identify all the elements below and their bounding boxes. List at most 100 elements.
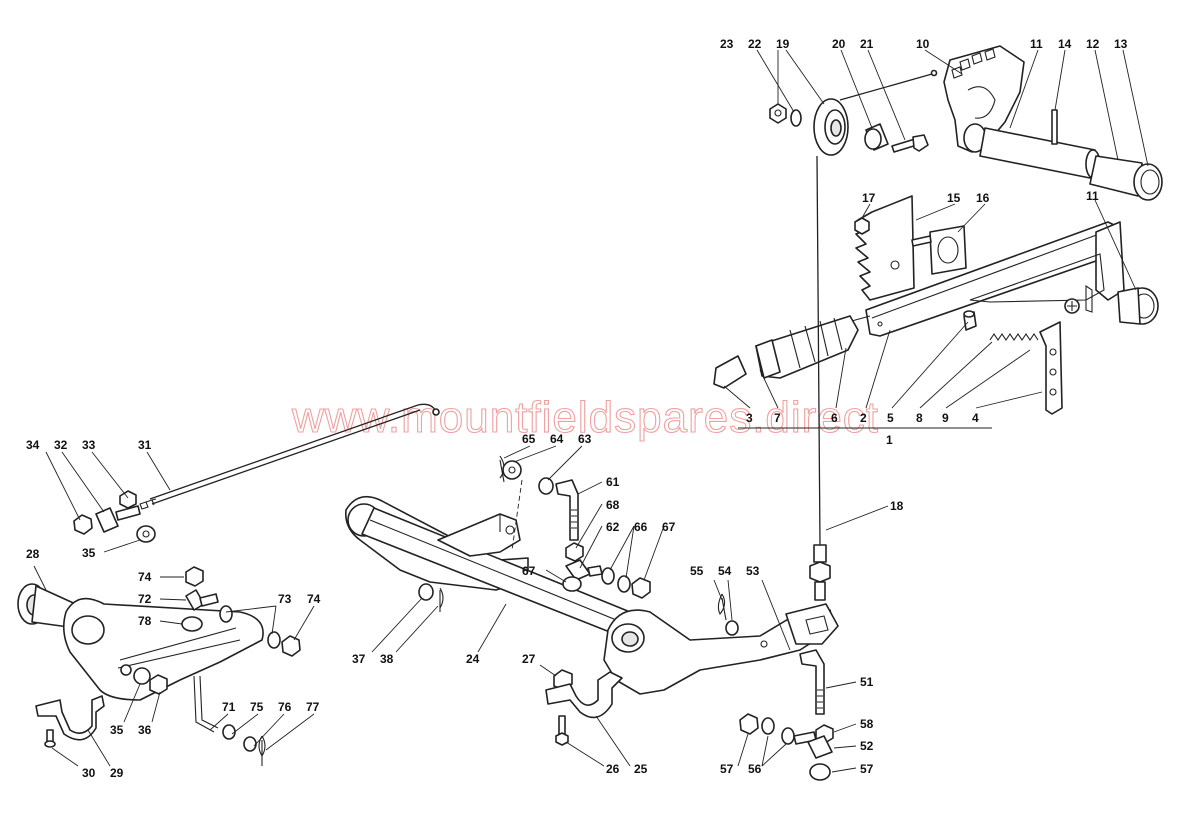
- washer-22: [790, 109, 802, 127]
- label-77: 77: [306, 700, 320, 714]
- washer-64: [502, 460, 522, 480]
- label-51: 51: [860, 675, 874, 689]
- washer-54: [725, 620, 739, 636]
- label-65: 65: [522, 432, 536, 446]
- label-13: 13: [1114, 37, 1128, 51]
- nut-57-left: [739, 713, 759, 735]
- label-64: 64: [550, 432, 564, 446]
- washer-63: [538, 477, 554, 495]
- washer-37: [418, 583, 434, 601]
- label-53: 53: [746, 564, 760, 578]
- label-37: 37: [352, 652, 366, 666]
- spring-8: [989, 333, 1039, 341]
- label-35: 35: [82, 546, 96, 560]
- nut-67-left: [562, 576, 582, 592]
- nut-23: [769, 103, 787, 124]
- nut-74-top: [185, 566, 204, 587]
- center-clamp: [539, 664, 631, 767]
- pin-14: [1051, 109, 1058, 145]
- washer-66a: [601, 567, 615, 585]
- label-68: 68: [606, 498, 620, 512]
- cable-18: [809, 155, 889, 601]
- label-78: 78: [138, 614, 152, 628]
- quadrant-15: [855, 195, 915, 301]
- part-number-labels: 23 22 19 20 21 10 11 14 12 13 11 17 15 1…: [26, 37, 1128, 780]
- label-11-lower: 11: [1086, 189, 1099, 203]
- ratchet-shaft-assembly: [943, 45, 1163, 201]
- label-4: 4: [972, 411, 979, 425]
- left-pedal-assembly: [17, 565, 264, 767]
- pulley-assembly: [769, 69, 938, 156]
- label-55: 55: [690, 564, 704, 578]
- knob-3: [713, 355, 747, 389]
- label-5: 5: [887, 411, 894, 425]
- label-1: 1: [886, 433, 893, 447]
- label-27: 27: [522, 652, 536, 666]
- label-6: 6: [831, 411, 838, 425]
- clamp-25: [545, 671, 623, 719]
- label-23: 23: [720, 37, 734, 51]
- bush-12: [1089, 155, 1143, 197]
- nut-17: [854, 217, 870, 235]
- label-26: 26: [606, 762, 620, 776]
- grip-7: [755, 315, 859, 379]
- bush-13: [1133, 163, 1163, 201]
- rod-61: [555, 479, 579, 541]
- label-14: 14: [1058, 37, 1072, 51]
- linkage-parts: [499, 445, 665, 599]
- cross-shaft-assembly: [344, 495, 839, 695]
- label-20: 20: [832, 37, 846, 51]
- label-76: 76: [278, 700, 292, 714]
- label-9: 9: [942, 411, 949, 425]
- pedal-plate: [785, 603, 839, 645]
- label-33: 33: [82, 438, 96, 452]
- trunnion-32: [95, 507, 119, 533]
- label-38: 38: [380, 652, 394, 666]
- label-17: 17: [862, 191, 876, 205]
- label-29: 29: [110, 766, 124, 780]
- label-28: 28: [26, 547, 40, 561]
- adjuster-parts: [159, 566, 315, 766]
- handle-assembly: [713, 315, 859, 389]
- clamp-29: [35, 695, 105, 741]
- label-34: 34: [26, 438, 40, 452]
- label-61: 61: [606, 475, 620, 489]
- label-52: 52: [860, 739, 874, 753]
- washer-73: [267, 631, 281, 649]
- label-75: 75: [250, 700, 264, 714]
- shaft-11: [979, 127, 1096, 179]
- washer-75: [222, 724, 236, 740]
- label-12: 12: [1086, 37, 1100, 51]
- washer-66b: [617, 575, 631, 593]
- label-36: 36: [138, 723, 152, 737]
- pedal-arm-28: [62, 597, 264, 701]
- trunnion-52: [807, 735, 833, 759]
- label-19: 19: [776, 37, 790, 51]
- label-72: 72: [138, 592, 152, 606]
- clip-38: [439, 587, 444, 612]
- nut-78: [181, 616, 203, 632]
- washer-35: [136, 525, 156, 543]
- label-62: 62: [606, 520, 620, 534]
- nut-57: [809, 763, 831, 781]
- label-2: 2: [860, 411, 867, 425]
- nut-68: [565, 542, 584, 562]
- clip-55: [717, 593, 727, 621]
- label-3: 3: [746, 411, 753, 425]
- bracket-16: [929, 225, 967, 275]
- nut-34: [73, 514, 93, 535]
- label-18: 18: [890, 499, 904, 513]
- label-67-b: 67: [522, 564, 536, 578]
- label-22: 22: [748, 37, 762, 51]
- label-10: 10: [916, 37, 930, 51]
- label-74-b: 74: [307, 592, 321, 606]
- label-35-b: 35: [110, 723, 124, 737]
- rod-51: [799, 649, 825, 715]
- nut-67: [631, 577, 651, 599]
- nut-36: [149, 674, 168, 695]
- frame-assembly: [847, 195, 1159, 415]
- bottom-right-parts: [737, 649, 857, 781]
- label-54: 54: [718, 564, 732, 578]
- leader-lines-top: [723, 49, 1149, 429]
